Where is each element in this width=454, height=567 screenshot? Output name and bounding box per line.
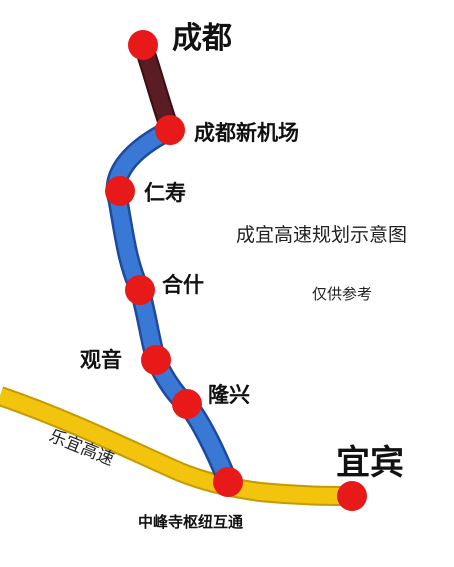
station-longxing-marker: [172, 389, 202, 419]
station-interchange-label: 中峰寺枢纽互通: [138, 513, 243, 531]
station-interchange-marker: [213, 467, 243, 497]
station-renshou-marker: [105, 176, 135, 206]
station-airport-marker: [155, 115, 185, 145]
map-title: 成宜高速规划示意图: [236, 224, 407, 246]
station-airport-label: 成都新机场: [194, 120, 299, 145]
station-chengdu-label: 成都: [172, 21, 232, 56]
station-chengdu-marker: [128, 30, 158, 60]
station-renshou-label: 仁寿: [144, 180, 186, 205]
station-yibin-label: 宜宾: [336, 443, 404, 483]
station-heshi-marker: [125, 275, 155, 305]
crossing-highway: [0, 388, 353, 504]
station-yibin-marker: [337, 481, 367, 511]
station-heshi-label: 合什: [162, 272, 204, 297]
map-note: 仅供参考: [312, 285, 372, 303]
station-longxing-label: 隆兴: [208, 382, 250, 407]
station-guanyin-label: 观音: [80, 347, 122, 372]
station-guanyin-marker: [141, 345, 171, 375]
